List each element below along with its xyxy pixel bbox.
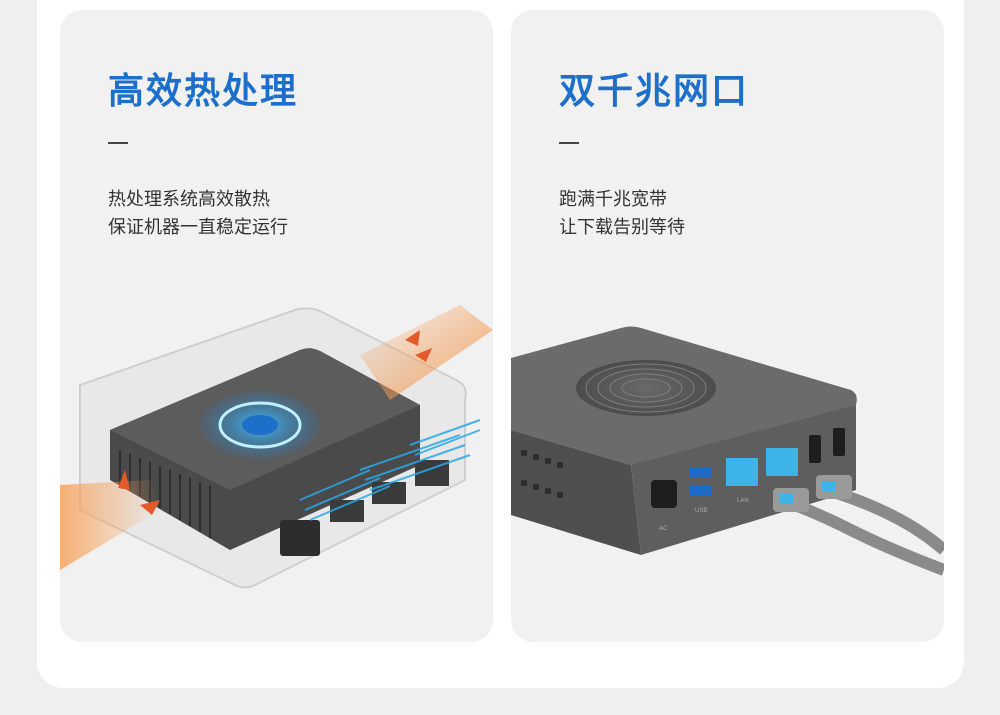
usb-port <box>689 468 711 478</box>
device-side <box>511 430 641 555</box>
thermal-illustration <box>60 305 493 589</box>
feature-card-network: 双千兆网口 跑满千兆宽带 让下载告别等待 AC <box>511 10 944 642</box>
side-vent-holes <box>521 450 563 498</box>
feature-card-thermal: 高效热处理 热处理系统高效散热 保证机器一直稳定运行 <box>60 10 493 642</box>
usb-port <box>689 486 711 496</box>
lan-port <box>766 448 798 476</box>
description-line: 让下载告别等待 <box>559 217 685 238</box>
hdmi-port <box>809 435 821 463</box>
ethernet-cables <box>773 475 944 576</box>
fan-hub <box>242 415 278 435</box>
vent-rings <box>585 363 707 413</box>
hdmi-port <box>833 428 845 456</box>
lan-port <box>726 458 758 486</box>
heat-arrow-icon <box>415 348 432 362</box>
card-description: 热处理系统高效散热 保证机器一直稳定运行 <box>108 186 288 242</box>
fan-ring <box>218 401 302 449</box>
heat-exhaust-left <box>60 480 160 570</box>
divider <box>108 142 128 144</box>
divider <box>559 142 579 144</box>
top-vent <box>576 360 716 416</box>
airflow-lines <box>299 419 481 521</box>
port-label-usb: USB <box>695 508 707 514</box>
card-title: 高效热处理 <box>108 71 299 112</box>
heat-arrow-icon <box>405 330 420 346</box>
card-title: 双千兆网口 <box>559 71 750 112</box>
description-line: 热处理系统高效散热 <box>108 189 270 210</box>
description-line: 保证机器一直稳定运行 <box>108 217 288 238</box>
network-illustration: AC USB LAN <box>511 326 944 576</box>
heat-arrow-icon <box>118 470 130 490</box>
description-line: 跑满千兆宽带 <box>559 189 667 210</box>
heatsink-fins <box>119 450 211 538</box>
ac-port <box>651 480 677 508</box>
card-description: 跑满千兆宽带 让下载告别等待 <box>559 186 685 242</box>
port-label-lan: LAN <box>737 498 749 504</box>
port-label-ac: AC <box>659 526 668 532</box>
heat-arrow-icon <box>140 500 160 515</box>
